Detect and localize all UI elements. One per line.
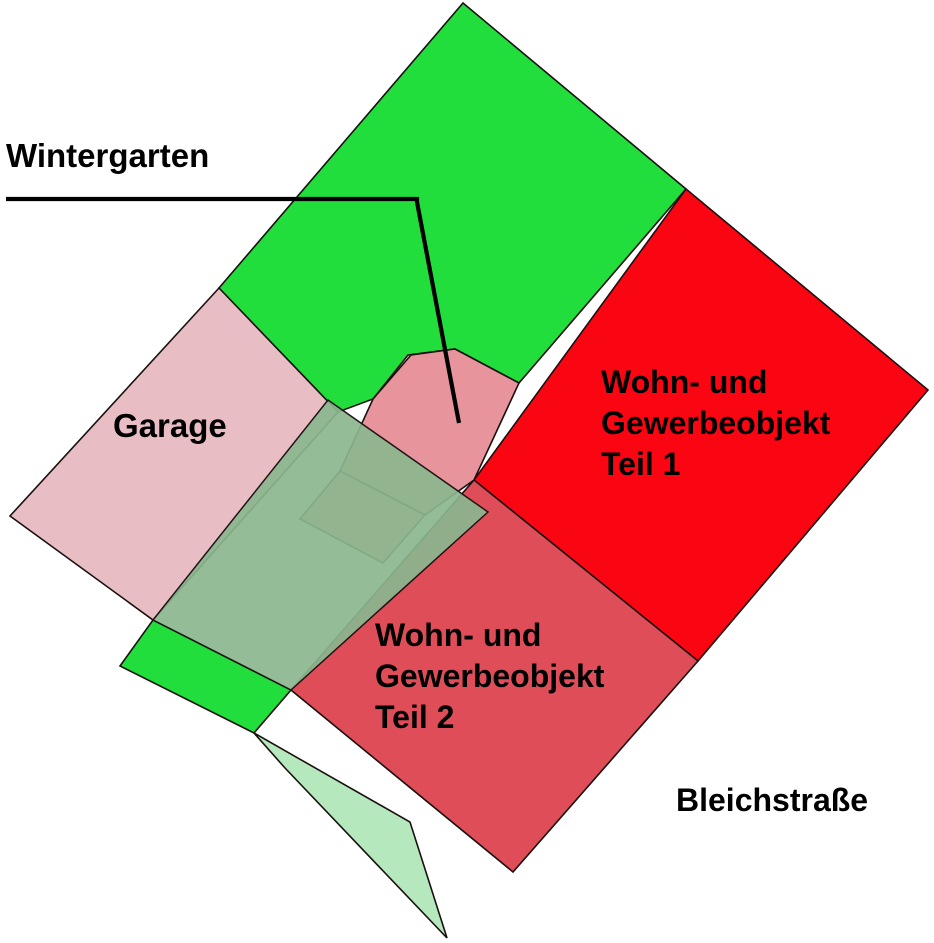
label-teil1-line-1: Wohn- und <box>601 364 767 400</box>
parcel-layer <box>8 1 930 939</box>
label-wohn-gewerbe-teil-2: Wohn- und Gewerbeobjekt Teil 2 <box>375 617 605 735</box>
area-grey-green-overlay[interactable] <box>151 398 490 691</box>
label-wohn-gewerbe-teil-1: Wohn- und Gewerbeobjekt Teil 1 <box>601 364 831 482</box>
label-wintergarten: Wintergarten <box>6 137 209 174</box>
label-teil2-line-3: Teil 2 <box>375 699 454 735</box>
label-teil1-line-3: Teil 1 <box>601 446 680 482</box>
label-teil2-line-1: Wohn- und <box>375 617 541 653</box>
label-teil2-line-2: Gewerbeobjekt <box>375 658 605 694</box>
label-bleichstrasse: Bleichstraße <box>676 782 868 818</box>
label-teil1-line-2: Gewerbeobjekt <box>601 405 831 441</box>
label-garage: Garage <box>113 407 227 444</box>
wintergarten-leader-line <box>6 196 462 424</box>
label-layer: Wintergarten Garage Bleichstraße Wohn- u… <box>6 137 868 818</box>
area-light-green-strip[interactable] <box>253 732 448 939</box>
